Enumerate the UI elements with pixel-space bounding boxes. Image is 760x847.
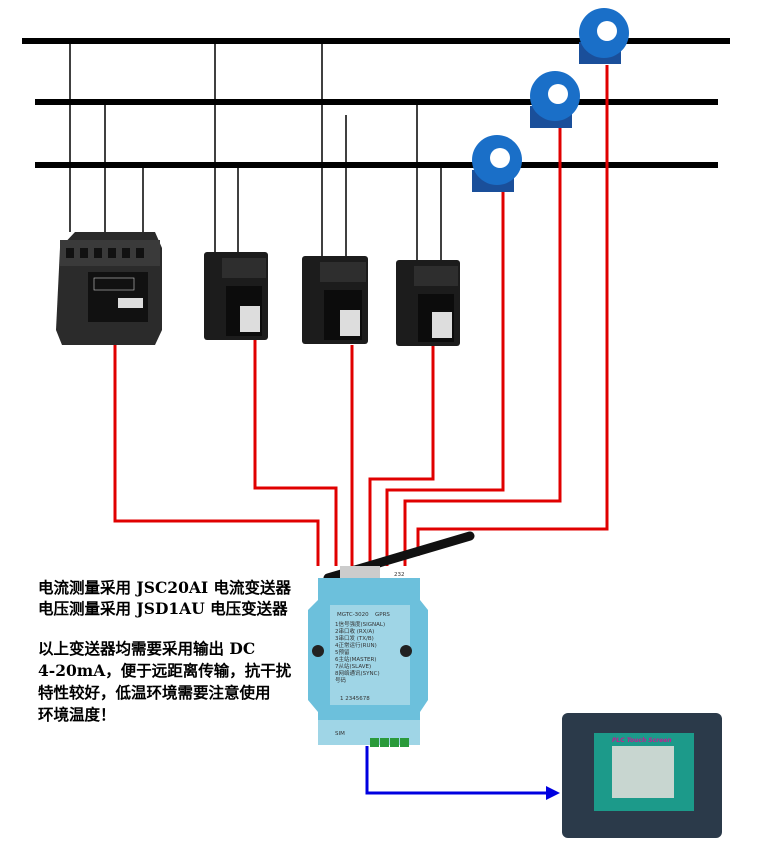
voltage-taps: [69, 41, 442, 260]
output-wire: [365, 746, 548, 795]
current-transformer-clamp-3: [579, 8, 629, 64]
model-name: JSC20AI: [136, 578, 209, 597]
current-transducer-1: [204, 252, 268, 340]
current-transducer-2: [302, 256, 368, 344]
current-transformer-clamp-1: [472, 135, 522, 192]
module-model: MGTC-3020: [337, 612, 369, 618]
indicator-label: 7从站(SLAVE): [335, 662, 371, 670]
indicator-label: 2串口收 (RX/A): [335, 627, 374, 635]
touch-screen-title: PLC Touch Screen: [612, 737, 672, 744]
indicator-label: 6主站(MASTER): [335, 655, 376, 663]
note-text: 电压测量采用: [38, 599, 132, 618]
gprs-module: [308, 566, 428, 747]
note-text: 电流测量采用: [38, 578, 132, 597]
signal-wires: [113, 65, 609, 566]
model-name: JSD1AU: [136, 599, 205, 618]
power-bus-lines: [22, 38, 730, 168]
indicator-label: 3串口发 (TX/B): [335, 634, 374, 642]
indicator-label: 8网络通讯(SYNC): [335, 669, 380, 677]
module-type: GPRS: [375, 612, 390, 618]
plc-touch-screen: [562, 713, 722, 838]
port-label: 232: [394, 572, 405, 578]
note-text: 电压变送器: [210, 599, 288, 618]
remark-line: 以上变送器均需要采用输出 DC: [38, 639, 256, 658]
indicator-label: 5预留: [335, 648, 350, 656]
remark-line: 4-20mA，便于远距离传输，抗干扰: [38, 661, 292, 680]
current-transformer-clamp-2: [530, 71, 580, 128]
indicator-label: 1信号强度(SIGNAL): [335, 620, 385, 628]
remark-line: 特性较好，低温环境需要注意使用: [38, 683, 271, 702]
id-label: 号码: [335, 676, 347, 684]
indicator-label: 4正常运行(RUN): [335, 641, 377, 649]
note-text: 电流变送器: [213, 578, 292, 597]
voltage-transducer: [56, 232, 162, 345]
current-note: 电流测量采用 JSC20AI 电流变送器: [38, 577, 291, 599]
dip-numbers: 1 2345678: [340, 696, 370, 702]
arrow-head-icon: [546, 786, 560, 800]
sim-label: SIM: [335, 731, 345, 737]
current-transducer-3: [396, 260, 460, 346]
voltage-note: 电压测量采用 JSD1AU 电压变送器: [38, 598, 288, 620]
remark-line: 环境温度！: [38, 705, 116, 724]
